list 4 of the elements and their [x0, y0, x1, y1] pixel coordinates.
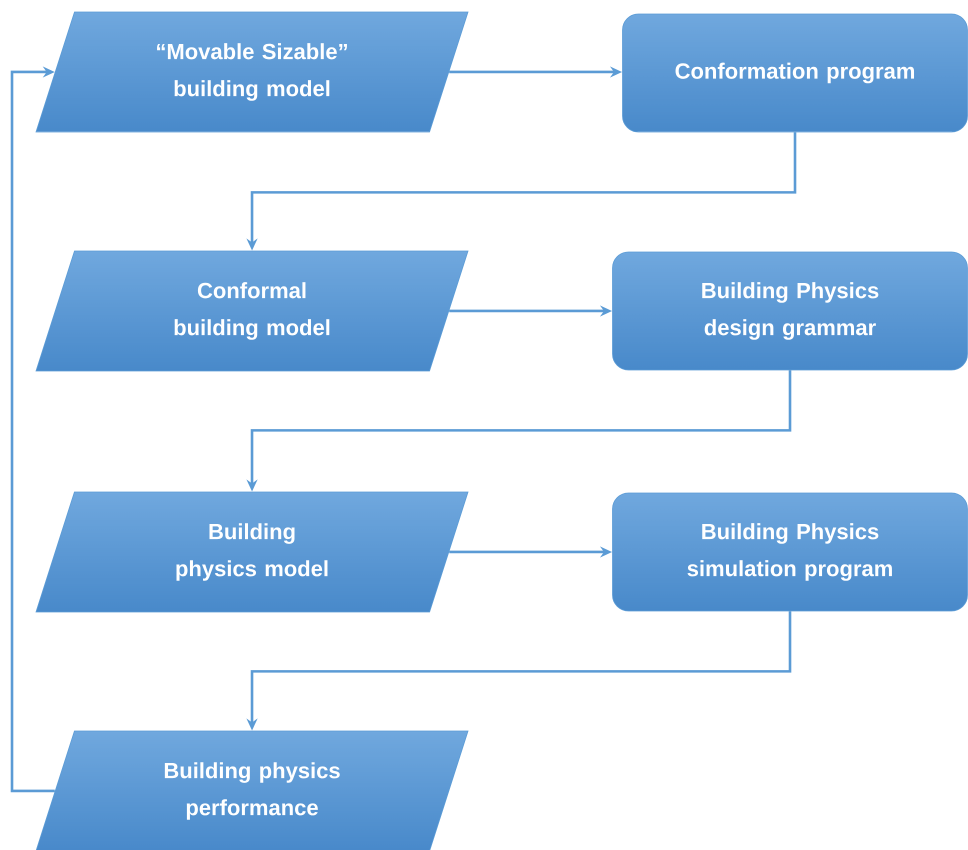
arrow: [10, 66, 55, 792]
process-box: Building Physics simulation program: [612, 492, 968, 612]
process-box: Conformation program: [622, 14, 968, 132]
process-box: Building Physics design grammar: [612, 252, 968, 370]
